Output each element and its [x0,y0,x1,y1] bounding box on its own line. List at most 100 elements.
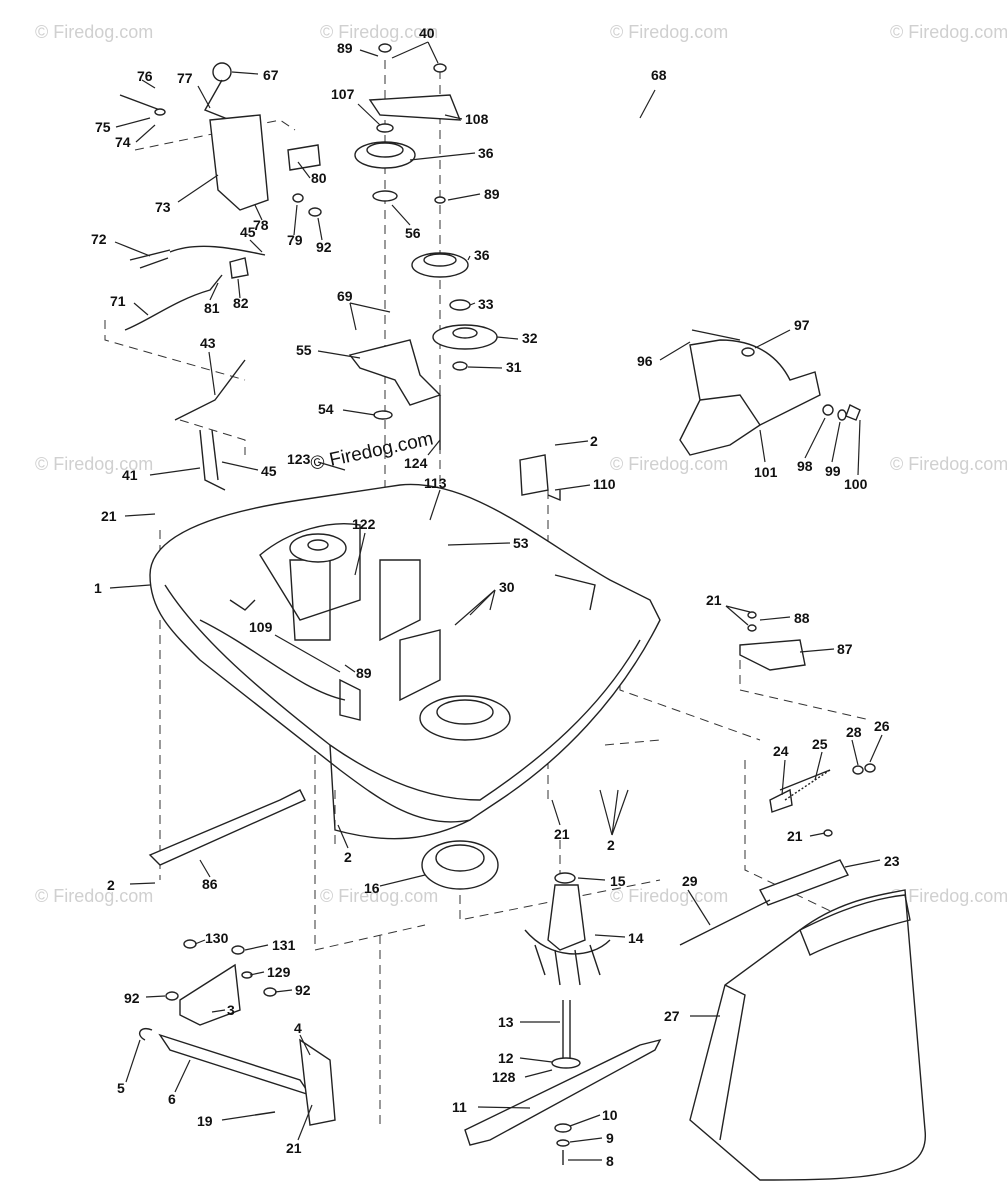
part-label: 131 [272,937,296,953]
part-label: 21 [286,1140,302,1156]
part-label: 28 [846,724,862,740]
right-brackets [679,611,876,946]
discharge-chute [689,889,926,1181]
part-label: 36 [478,145,494,161]
part-label: 13 [498,1014,514,1030]
part-label: 113 [424,475,447,491]
part-label: 3 [227,1002,235,1018]
part-label: 107 [331,86,355,102]
part-label: 87 [837,641,853,657]
part-label: 26 [874,718,890,734]
part-label: 55 [296,342,312,358]
part-label: 2 [607,837,615,853]
part-label: 8 [606,1153,614,1169]
part-label: 110 [593,476,616,492]
part-label: 71 [110,293,126,309]
part-label: 100 [844,476,868,492]
part-label: 25 [812,736,828,752]
part-label: 82 [233,295,249,311]
part-label: 79 [287,232,303,248]
watermark: © Firedog.com [890,886,1007,906]
part-label: 92 [316,239,332,255]
part-label: 96 [637,353,653,369]
part-label: 36 [474,247,490,263]
part-label: 27 [664,1008,680,1024]
part-label: 73 [155,199,171,215]
part-label: 15 [610,873,626,889]
part-label: 88 [794,610,810,626]
part-label: 21 [101,508,117,524]
part-label: 98 [797,458,813,474]
part-label: 97 [794,317,810,333]
idler-pulleys [348,43,561,502]
part-label: 12 [498,1050,514,1066]
part-label: 31 [506,359,522,375]
part-label: 76 [137,68,153,84]
part-label: 41 [122,467,138,483]
part-label: 33 [478,296,494,312]
part-label: 99 [825,463,841,479]
part-label: 89 [337,40,353,56]
part-label: 92 [124,990,140,1006]
part-label: 69 [337,288,353,304]
part-label: 6 [168,1091,176,1107]
part-number-labels: 76 77 67 75 74 80 73 78 79 92 72 45 81 8… [91,25,900,1169]
watermark: © Firedog.com [35,22,153,42]
part-label: 68 [651,67,667,83]
part-label: 10 [602,1107,618,1123]
part-label: 89 [484,186,500,202]
watermark: © Firedog.com [320,22,438,42]
part-label: 86 [202,876,218,892]
part-label: 72 [91,231,107,247]
part-label: 2 [107,877,115,893]
watermark: © Firedog.com [610,454,728,474]
part-label: 23 [884,853,900,869]
part-label: 122 [352,516,376,532]
part-label: 75 [95,119,111,135]
leader-lines [109,41,883,1161]
part-label: 109 [249,619,273,635]
mower-deck [149,483,661,840]
watermark: © Firedog.com [610,886,728,906]
part-label: 81 [204,300,220,316]
watermark: © Firedog.com [35,454,153,474]
part-label: 21 [706,592,722,608]
watermark: © Firedog.com [35,886,153,906]
watermark: © Firedog.com [890,22,1007,42]
part-label: 30 [499,579,515,595]
part-label: 74 [115,134,131,150]
part-label: 29 [682,873,698,889]
part-label: 101 [754,464,778,480]
part-label: 11 [452,1099,467,1115]
drive-belt [593,48,827,234]
part-label: 89 [356,665,372,681]
part-label: 54 [318,401,334,417]
part-label: 80 [311,170,327,186]
part-label: 124 [404,455,428,471]
part-label: 4 [294,1020,302,1036]
part-label: 40 [419,25,435,41]
part-label: 53 [513,535,529,551]
part-label: 2 [590,433,598,449]
watermark: © Firedog.com [610,22,728,42]
part-label: 123 [287,451,311,467]
part-label: 45 [261,463,277,479]
part-label: 16 [364,880,380,896]
part-label: 67 [263,67,279,83]
part-label: 2 [344,849,352,865]
lift-lever-assembly [119,62,322,491]
part-label: 130 [205,930,229,946]
part-label: 128 [492,1069,516,1085]
part-label: 14 [628,930,644,946]
part-label: 129 [267,964,291,980]
watermark: © Firedog.com [320,886,438,906]
part-label: 9 [606,1130,614,1146]
part-label: 43 [200,335,216,351]
part-label: 56 [405,225,421,241]
lower-components [138,789,662,1165]
belt-cover [679,329,861,456]
part-label: 78 [253,217,269,233]
part-label: 21 [554,826,570,842]
